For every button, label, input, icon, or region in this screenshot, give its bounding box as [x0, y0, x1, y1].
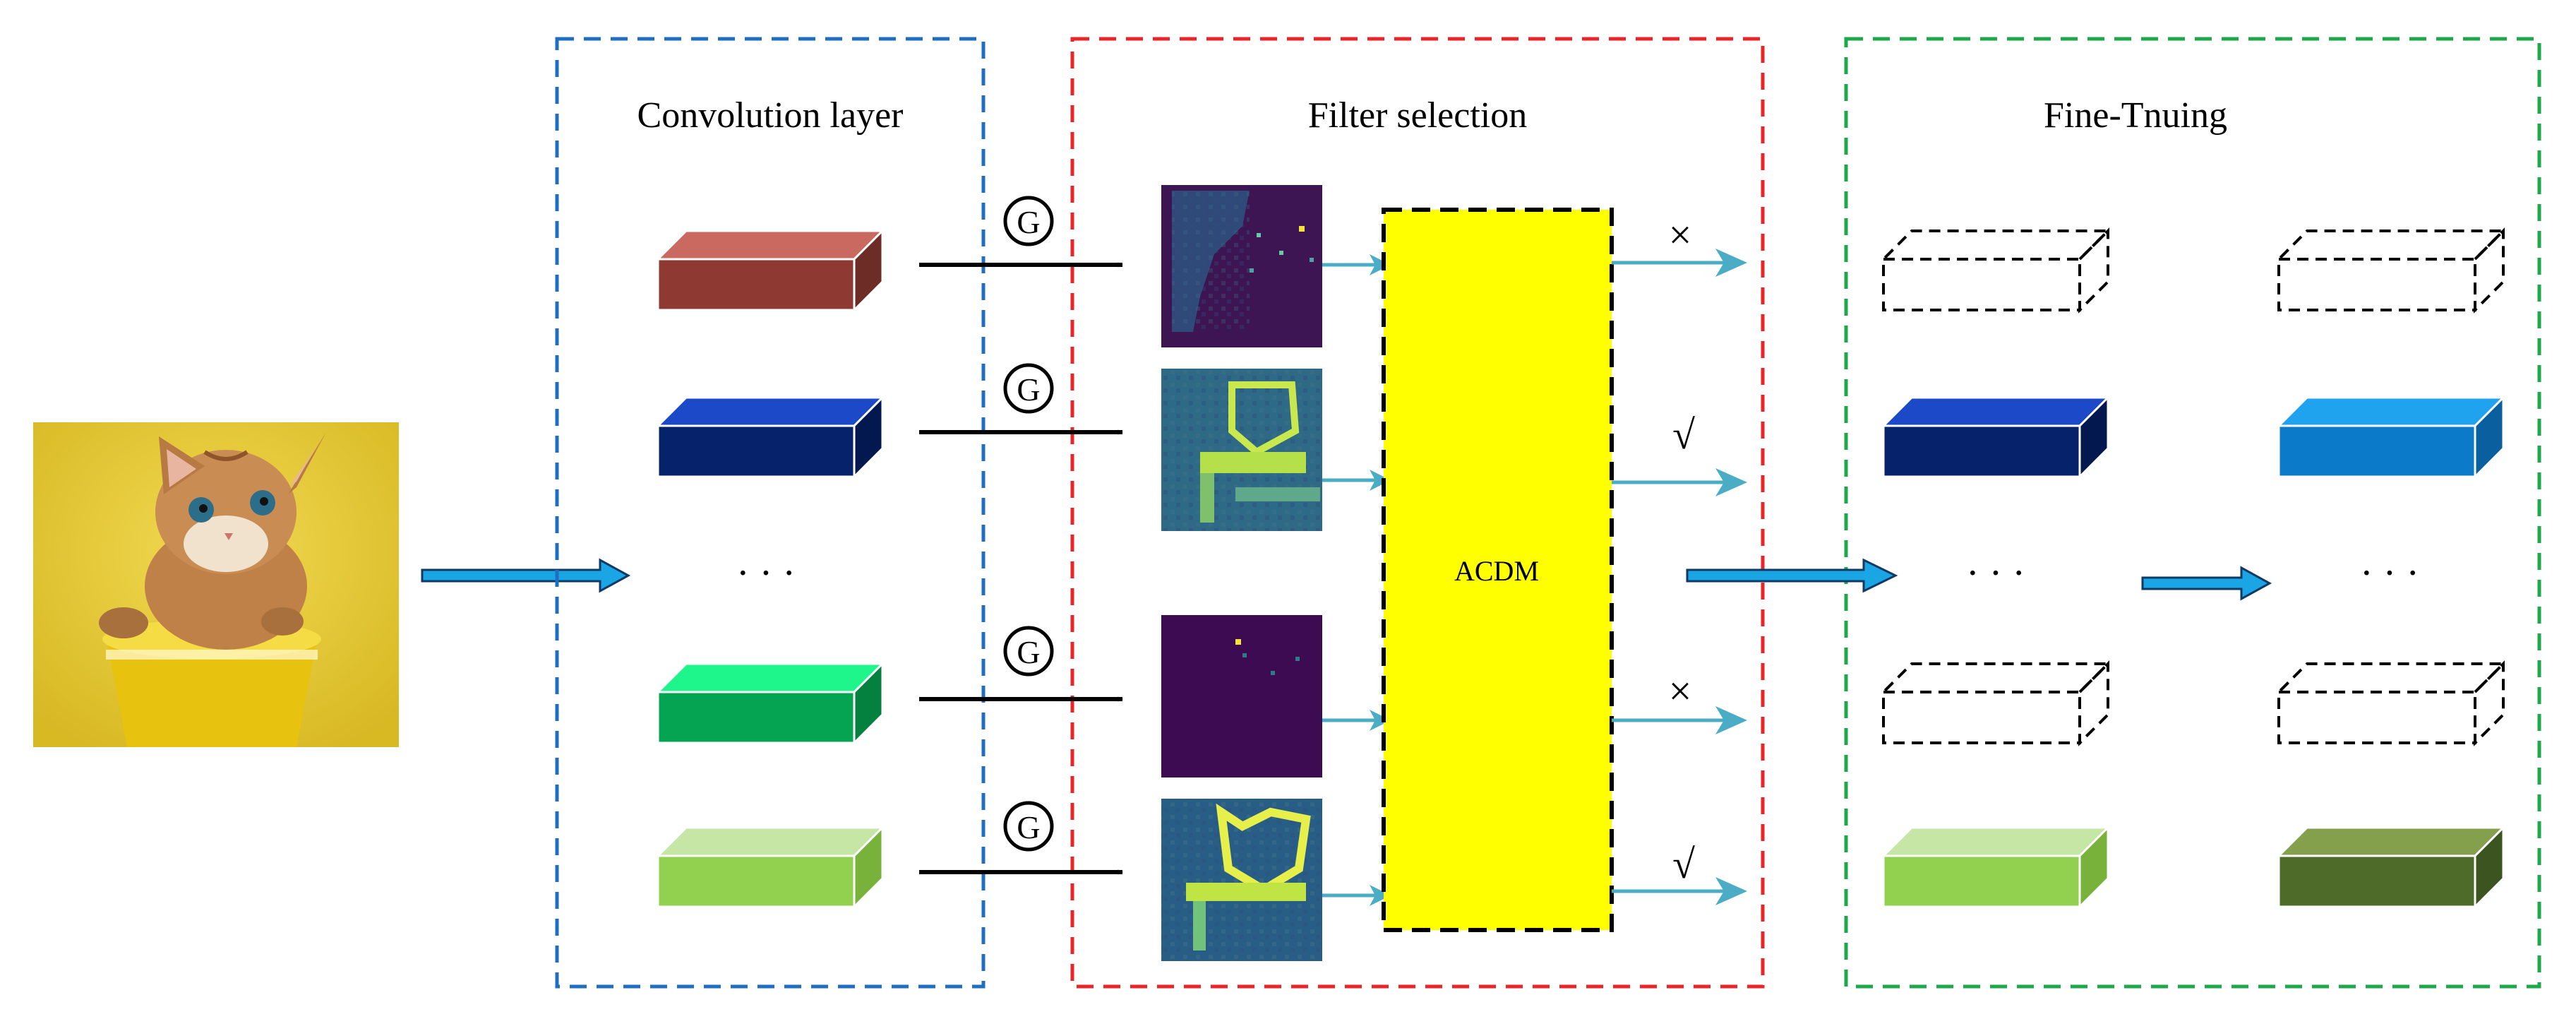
gate-icon-3: G — [1003, 626, 1054, 677]
fine-tuning-arrow — [2141, 566, 2272, 601]
feature-map-3 — [1161, 615, 1322, 777]
acdm-label: ACDM — [1454, 555, 1539, 587]
fine-tuning-section-box — [1844, 37, 2541, 989]
filter-section-title: Filter selection — [1308, 95, 1527, 136]
fine-right-block-4 — [2276, 825, 2506, 910]
reject-mark-2: × — [1669, 668, 1692, 714]
conv-block-1 — [655, 228, 885, 313]
input-image — [33, 422, 399, 747]
svg-text:G: G — [1017, 204, 1040, 240]
accept-mark-2: √ — [1672, 841, 1695, 887]
fm-to-acdm-arrow-3 — [1322, 710, 1391, 731]
conv-block-2 — [655, 395, 885, 479]
filter-to-fine-arrow — [1686, 558, 1898, 593]
acdm-out-arrow-2 — [1612, 468, 1747, 496]
gate-icon-4: G — [1003, 801, 1054, 852]
reject-mark-1: × — [1669, 212, 1692, 258]
conv-section-box — [555, 37, 986, 989]
svg-text:G: G — [1017, 634, 1040, 670]
input-to-conv-arrow — [421, 558, 631, 593]
fine-right-block-pruned-1 — [2275, 227, 2507, 314]
fine-right-block-2 — [2276, 395, 2506, 479]
fine-tuning-section-title: Fine-Tnuing — [2044, 95, 2227, 136]
acdm-block: ACDM — [1382, 208, 1614, 932]
conv-block-4 — [655, 825, 885, 910]
fm-to-acdm-arrow-1 — [1322, 254, 1391, 275]
gate-icon-2: G — [1003, 363, 1054, 414]
svg-text:G: G — [1017, 809, 1040, 845]
conv-ellipsis: · · · — [736, 552, 796, 595]
fine-right-block-pruned-2 — [2275, 660, 2507, 746]
acdm-out-arrow-1 — [1612, 249, 1747, 277]
svg-text:G: G — [1017, 371, 1040, 407]
feature-map-4 — [1161, 799, 1322, 961]
fine-left-block-4 — [1881, 825, 2111, 910]
fm-to-acdm-arrow-4 — [1322, 885, 1391, 906]
filter-section-box — [1070, 37, 1765, 989]
feature-map-2 — [1161, 369, 1322, 531]
fine-left-block-pruned-1 — [1880, 227, 2111, 314]
fine-right-ellipsis: · · · — [2360, 552, 2419, 595]
gate-icon-1: G — [1003, 196, 1054, 246]
acdm-out-arrow-3 — [1612, 706, 1747, 734]
conv-block-3 — [655, 661, 885, 746]
fine-left-block-pruned-2 — [1880, 660, 2111, 746]
feature-map-1 — [1161, 185, 1322, 347]
conv-section-title: Convolution layer — [637, 95, 904, 136]
fine-left-block-2 — [1881, 395, 2111, 479]
acdm-out-arrow-4 — [1612, 877, 1747, 905]
accept-mark-1: √ — [1672, 412, 1695, 458]
fine-left-ellipsis: · · · — [1966, 552, 2025, 595]
fm-to-acdm-arrow-2 — [1322, 470, 1391, 491]
